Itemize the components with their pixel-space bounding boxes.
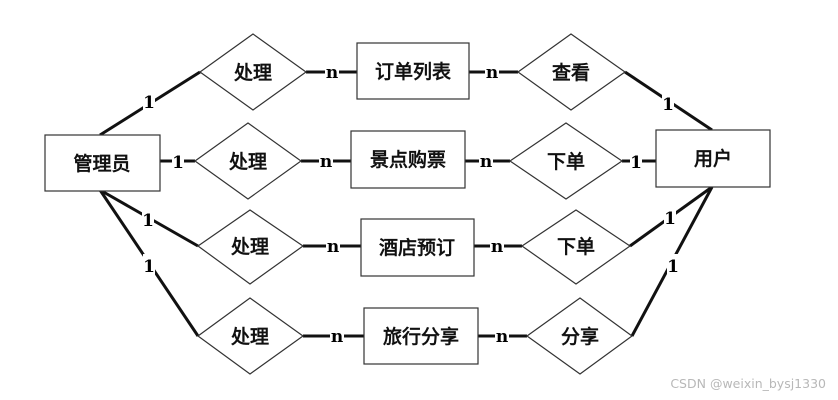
connections: [98, 70, 714, 338]
relation-user-2: 下单: [508, 122, 624, 200]
entity-hotel: 酒店预订: [360, 218, 475, 277]
card-order-list-left: n: [326, 63, 338, 83]
entity-admin: 管理员: [44, 134, 161, 192]
entity-user-label: 用户: [694, 147, 732, 170]
card-hotel-left: n: [327, 237, 339, 257]
relation-admin-2: 处理: [193, 122, 303, 200]
entity-admin-label: 管理员: [73, 152, 130, 175]
card-ticket-right: n: [480, 152, 492, 172]
card-user-rel-3: 1: [664, 209, 676, 229]
entity-user: 用户: [655, 129, 771, 188]
relation-user-2-label: 下单: [547, 150, 585, 173]
entity-ticket: 景点购票: [350, 130, 466, 189]
card-user-rel-2: 1: [630, 153, 642, 173]
relation-admin-1-label: 处理: [233, 61, 272, 84]
card-share-left: n: [331, 327, 343, 347]
card-order-list-right: n: [486, 63, 498, 83]
relation-admin-4: 处理: [196, 297, 305, 375]
relation-user-4: 分享: [525, 297, 634, 375]
card-user-rel-1: 1: [662, 95, 674, 115]
card-hotel-right: n: [491, 237, 503, 257]
card-ticket-left: n: [320, 152, 332, 172]
card-admin-rel-1: 1: [143, 93, 155, 113]
relation-admin-1: 处理: [198, 33, 308, 111]
entity-share: 旅行分享: [363, 307, 479, 365]
cardinalities: 1 1 1 1 n n n n n n n n 1 1 1 1: [142, 62, 679, 347]
entity-ticket-label: 景点购票: [370, 148, 446, 171]
entity-order-list-label: 订单列表: [375, 60, 452, 83]
relation-admin-2-label: 处理: [228, 150, 267, 173]
relation-user-4-label: 分享: [561, 325, 599, 348]
relation-user-1-label: 查看: [551, 61, 590, 84]
card-admin-rel-2: 1: [172, 153, 184, 173]
card-admin-rel-3: 1: [142, 211, 154, 231]
entity-order-list: 订单列表: [356, 42, 470, 100]
card-share-right: n: [496, 327, 508, 347]
entity-share-label: 旅行分享: [383, 325, 459, 348]
relation-user-3: 下单: [520, 209, 632, 285]
relation-user-3-label: 下单: [557, 235, 595, 258]
entity-hotel-label: 酒店预订: [379, 236, 455, 259]
card-admin-rel-4: 1: [143, 257, 155, 277]
relation-admin-3-label: 处理: [230, 235, 269, 258]
card-user-rel-4: 1: [667, 257, 679, 277]
relation-admin-4-label: 处理: [230, 325, 269, 348]
relation-user-1: 查看: [516, 33, 627, 111]
relation-admin-3: 处理: [196, 209, 305, 285]
watermark: CSDN @weixin_bysj1330: [670, 376, 826, 391]
